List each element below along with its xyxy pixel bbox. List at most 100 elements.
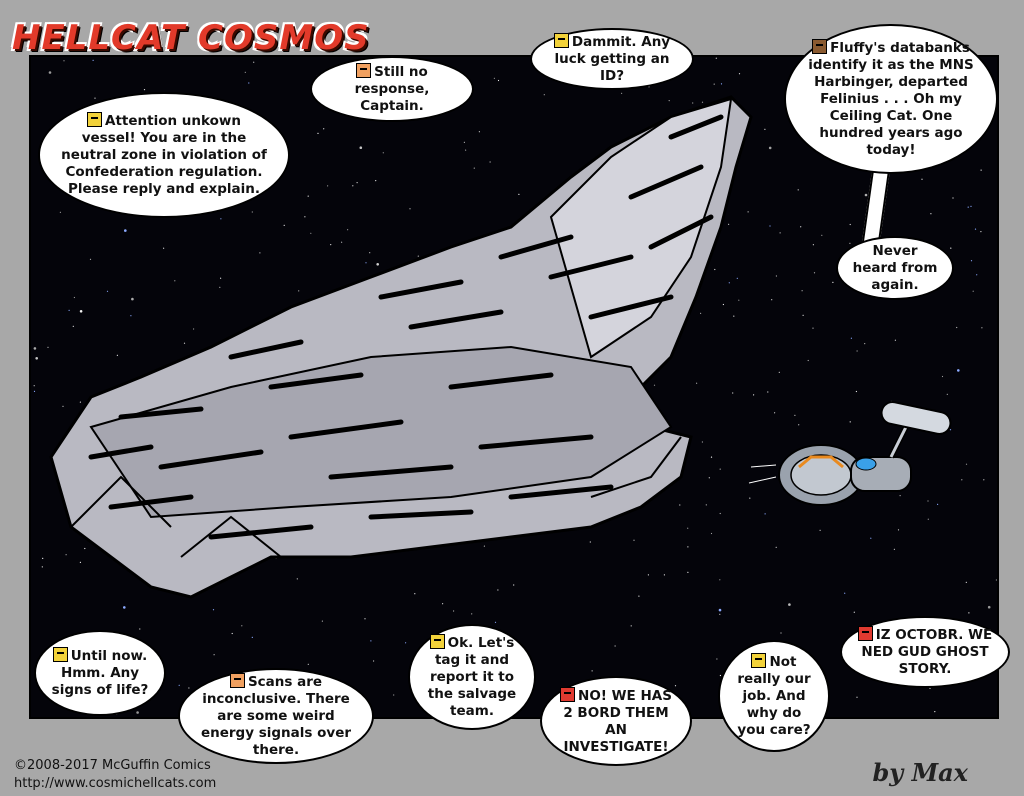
star bbox=[417, 255, 419, 257]
star bbox=[764, 513, 766, 515]
star bbox=[323, 128, 325, 130]
star bbox=[719, 579, 721, 581]
bubble-text: Never heard from again. bbox=[852, 242, 938, 293]
star bbox=[382, 152, 384, 154]
star bbox=[696, 382, 698, 384]
website-link[interactable]: http://www.cosmichellcats.com bbox=[14, 776, 217, 791]
star bbox=[934, 711, 936, 713]
star bbox=[494, 621, 497, 623]
star bbox=[927, 500, 929, 502]
star bbox=[747, 211, 749, 213]
speech-bubble: Attention unkown vessel! You are in the … bbox=[38, 92, 290, 218]
star bbox=[359, 146, 363, 149]
star bbox=[701, 441, 704, 443]
star bbox=[764, 128, 766, 130]
star bbox=[365, 262, 367, 264]
star bbox=[687, 546, 689, 548]
star bbox=[139, 628, 141, 630]
star bbox=[251, 211, 253, 213]
star bbox=[79, 310, 83, 313]
star bbox=[976, 274, 978, 276]
bubble-text: NO! WE HAS 2 BORD THEM AN INVESTIGATE! bbox=[563, 687, 672, 755]
star bbox=[143, 89, 146, 91]
star bbox=[373, 660, 375, 662]
star bbox=[393, 694, 395, 696]
star bbox=[981, 327, 983, 329]
star bbox=[687, 571, 689, 574]
star bbox=[493, 77, 495, 79]
star bbox=[821, 234, 823, 236]
star bbox=[937, 503, 939, 505]
speech-bubble: IZ OCTOBR. WE NED GUD GHOST STORY. bbox=[840, 616, 1010, 688]
star bbox=[794, 414, 796, 416]
star bbox=[589, 541, 591, 543]
star bbox=[369, 252, 371, 254]
star bbox=[106, 290, 109, 292]
space-scene bbox=[33, 57, 997, 715]
star bbox=[970, 260, 973, 262]
star bbox=[856, 696, 858, 698]
star bbox=[116, 354, 118, 356]
star bbox=[812, 327, 814, 329]
star bbox=[241, 625, 243, 627]
star bbox=[719, 512, 721, 515]
star bbox=[952, 197, 954, 199]
star bbox=[719, 468, 721, 470]
star bbox=[304, 216, 306, 218]
star bbox=[33, 385, 35, 387]
star bbox=[897, 529, 900, 531]
star bbox=[123, 606, 126, 609]
star bbox=[647, 574, 650, 576]
star bbox=[728, 223, 730, 225]
orange-cat-face-icon bbox=[356, 63, 372, 78]
yellow-cat-face-icon bbox=[429, 634, 445, 649]
star bbox=[489, 161, 491, 163]
star bbox=[813, 272, 816, 274]
star bbox=[310, 232, 312, 234]
star bbox=[341, 241, 343, 243]
star bbox=[59, 211, 61, 213]
speech-bubble: NO! WE HAS 2 BORD THEM AN INVESTIGATE! bbox=[540, 676, 692, 766]
star bbox=[307, 195, 309, 197]
star bbox=[497, 589, 499, 591]
star bbox=[317, 132, 319, 134]
star bbox=[864, 343, 866, 345]
star bbox=[720, 83, 723, 85]
star bbox=[163, 247, 165, 249]
star bbox=[819, 529, 821, 531]
star bbox=[298, 290, 300, 292]
yellow-cat-face-icon bbox=[751, 653, 767, 668]
star bbox=[42, 557, 44, 559]
star bbox=[779, 232, 781, 234]
star bbox=[849, 421, 851, 423]
star bbox=[33, 390, 36, 392]
star bbox=[700, 312, 702, 314]
star bbox=[212, 609, 215, 611]
star bbox=[347, 229, 349, 231]
yellow-cat-face-icon bbox=[553, 33, 569, 48]
star bbox=[251, 636, 253, 639]
star bbox=[968, 612, 970, 614]
star bbox=[967, 206, 969, 208]
speech-bubble: Still no response, Captain. bbox=[310, 56, 474, 122]
star bbox=[47, 346, 49, 348]
cat-starship bbox=[748, 401, 952, 506]
star bbox=[364, 618, 366, 620]
star bbox=[414, 593, 416, 595]
yellow-cat-face-icon bbox=[52, 647, 68, 662]
star bbox=[638, 595, 640, 597]
star bbox=[453, 610, 455, 612]
star bbox=[957, 369, 960, 372]
star bbox=[497, 79, 500, 82]
star bbox=[124, 229, 127, 232]
star bbox=[370, 640, 372, 642]
star bbox=[674, 685, 677, 687]
star bbox=[949, 429, 952, 431]
star bbox=[296, 578, 298, 580]
star bbox=[183, 342, 186, 344]
star bbox=[718, 608, 722, 612]
star bbox=[801, 290, 803, 292]
star bbox=[853, 611, 855, 613]
star bbox=[812, 244, 815, 246]
star bbox=[84, 547, 86, 550]
